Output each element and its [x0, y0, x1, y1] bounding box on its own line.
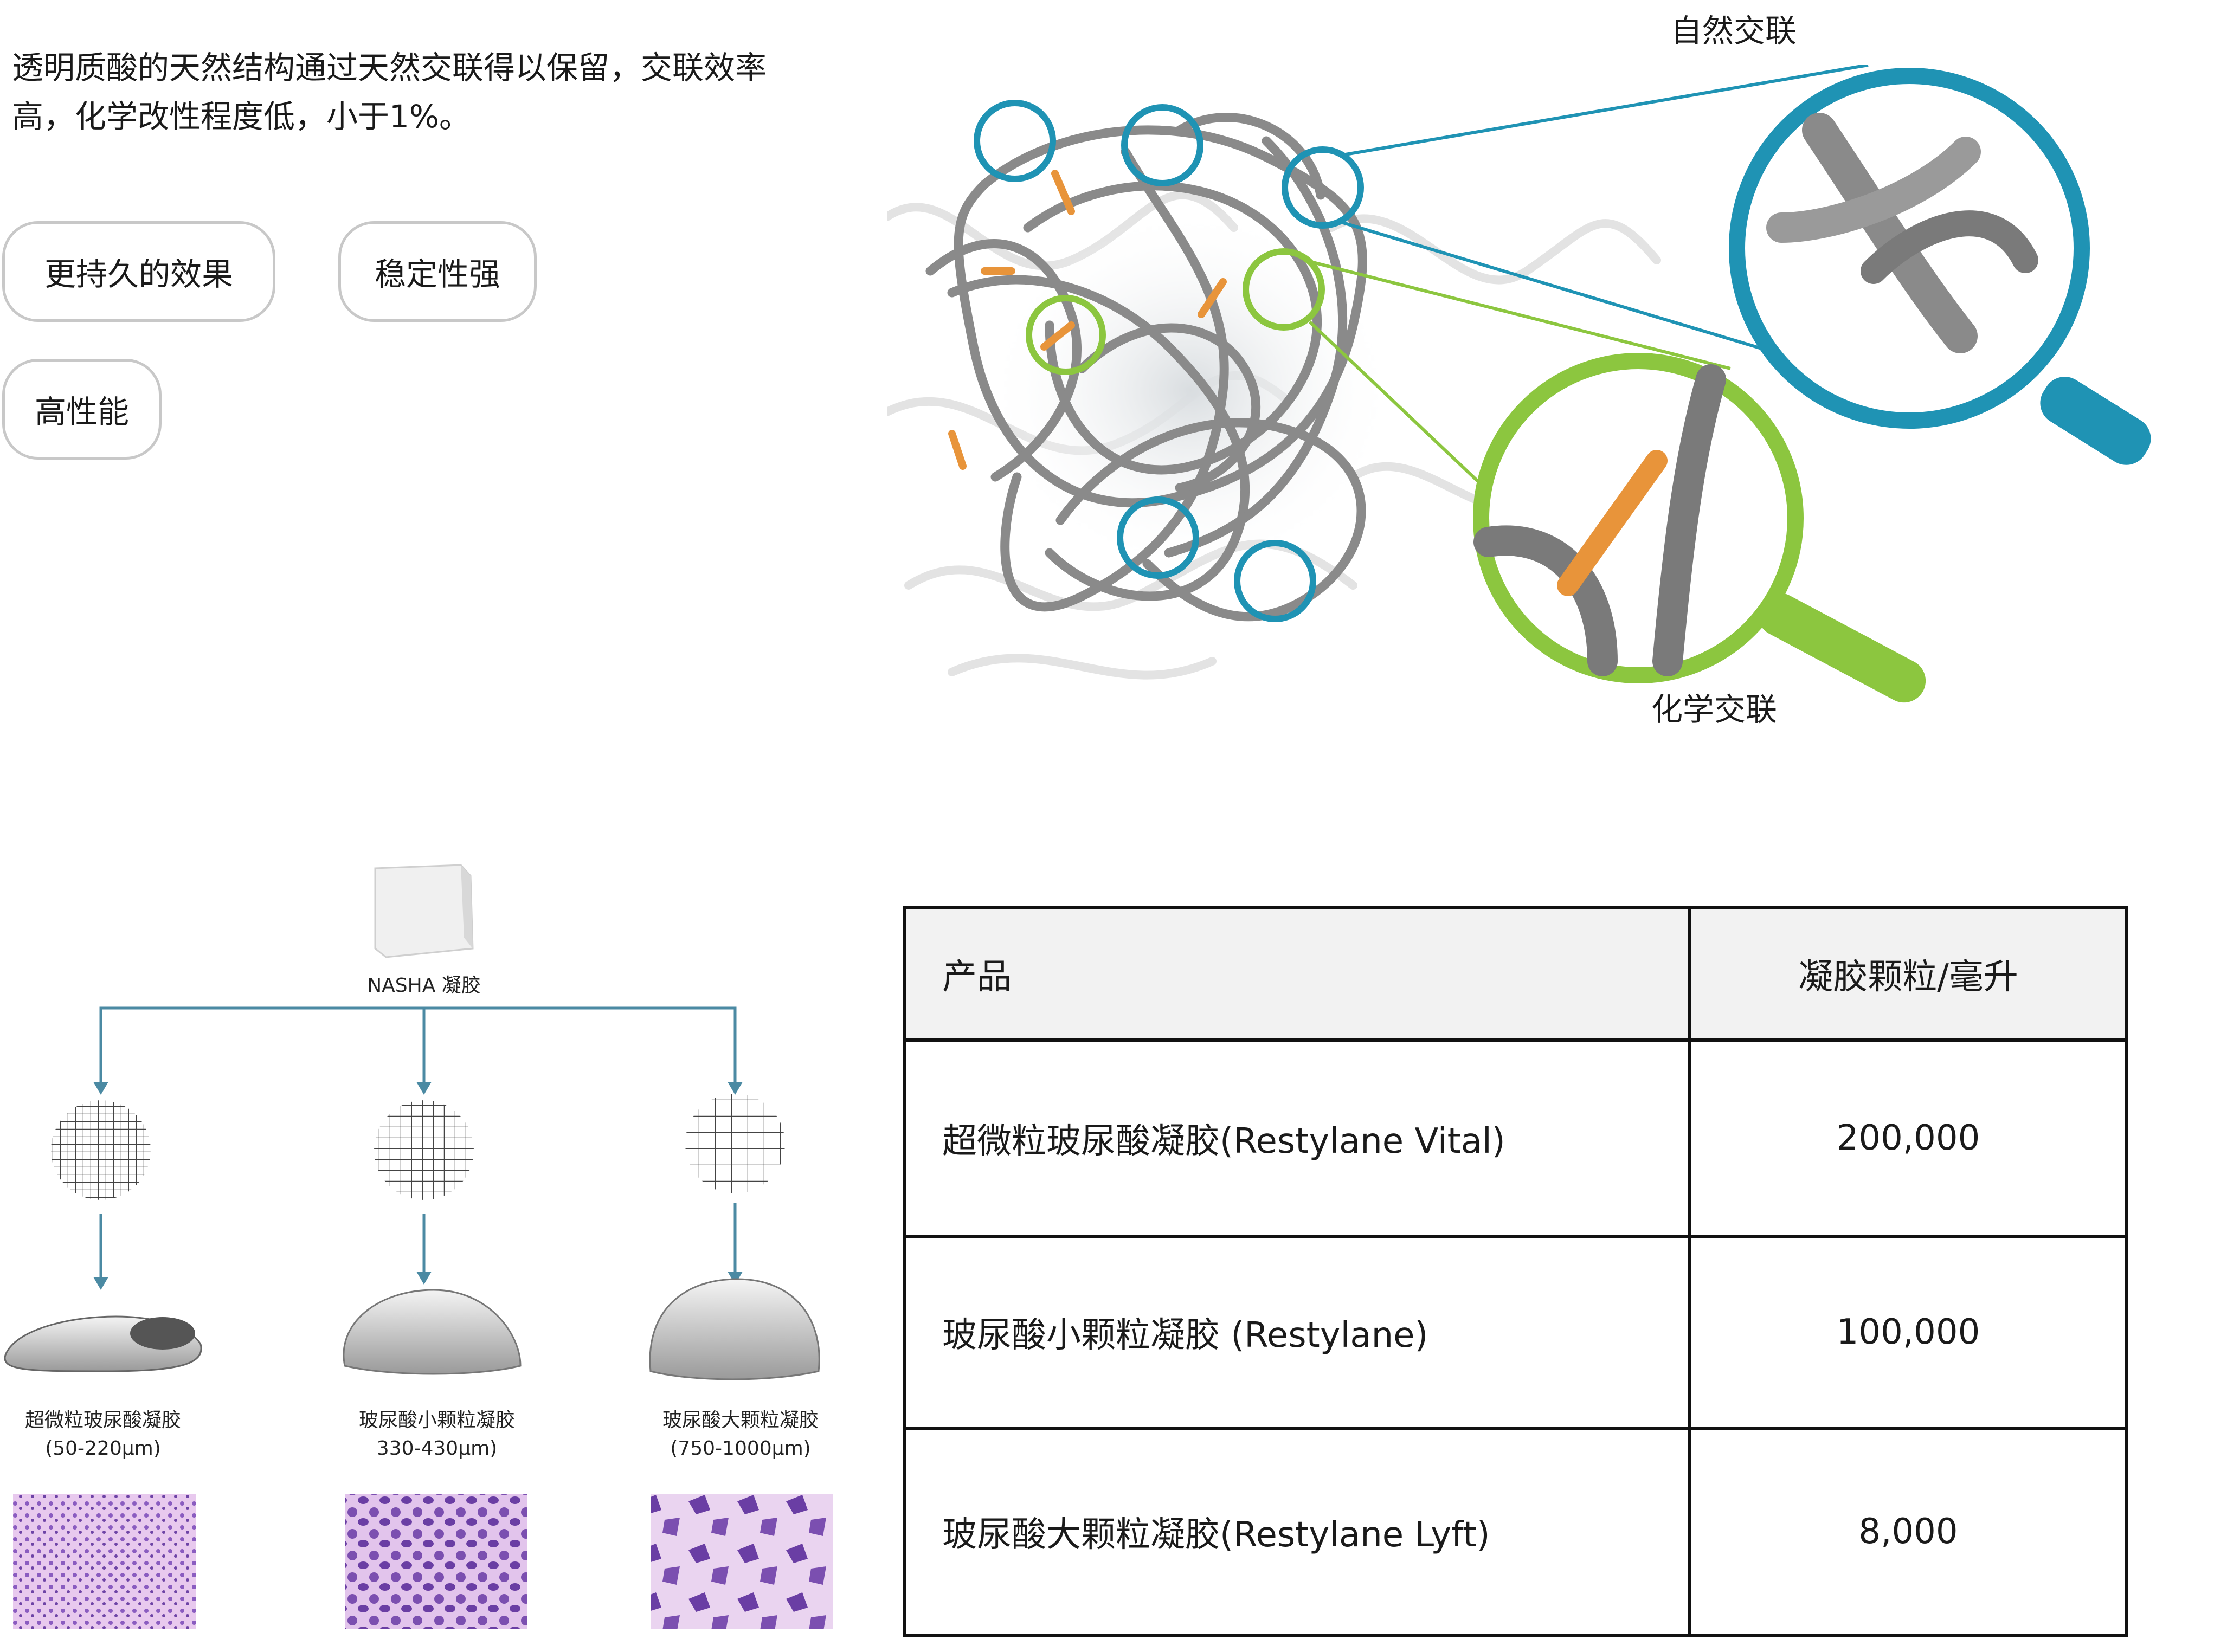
table-row: 超微粒玻尿酸凝胶(Restylane Vital) 200,000 [903, 1038, 2128, 1238]
mesh-icon [374, 1100, 474, 1200]
chip-longer-effect: 更持久的效果 [2, 221, 275, 322]
product-cell: 超微粒玻尿酸凝胶(Restylane Vital) [903, 1038, 1691, 1238]
chip-stability: 稳定性强 [338, 221, 537, 322]
table-row: 玻尿酸大颗粒凝胶(Restylane Lyft) 8,000 [903, 1427, 2128, 1637]
branch-name: 玻尿酸大颗粒凝胶 [662, 1409, 819, 1431]
table-row: 玻尿酸小颗粒凝胶 (Restylane) 100,000 [903, 1235, 2128, 1430]
branch-size: (50-220μm) [45, 1437, 161, 1460]
chemical-crosslink-markers [1026, 248, 1325, 375]
intro-text: 透明质酸的天然结构通过天然交联得以保留，交联效率高，化学改性程度低，小于1%。 [12, 49, 767, 135]
gel-cube-icon [374, 864, 474, 958]
value-cell: 200,000 [1688, 1038, 2128, 1238]
crosslink-network-illustration [887, 65, 2151, 703]
header-particles-per-ml: 凝胶颗粒/毫升 [1688, 906, 2128, 1042]
branch-size: (750-1000μm) [670, 1437, 810, 1460]
chip-high-performance: 高性能 [2, 359, 162, 460]
chemical-crosslink-label: 化学交联 [1651, 691, 1778, 728]
magnifier-icon [1729, 68, 2151, 465]
histology-icon [651, 1494, 833, 1629]
natural-crosslink-markers [974, 100, 1364, 622]
magnifier-icon [1473, 353, 1926, 703]
product-cell: 玻尿酸小颗粒凝胶 (Restylane) [903, 1235, 1691, 1430]
histology-icon [13, 1494, 196, 1629]
branch-size: 330-430μm) [377, 1437, 497, 1460]
gel-particle-table: 产品 凝胶颗粒/毫升 超微粒玻尿酸凝胶(Restylane Vital) 200… [903, 906, 2128, 1637]
mesh-icon [685, 1094, 785, 1193]
tree-root-label: NASHA 凝胶 [367, 975, 481, 997]
branch-name: 超微粒玻尿酸凝胶 [25, 1409, 181, 1431]
nasha-gel-tree: NASHA 凝胶 超微粒玻尿酸凝胶 (50-220μm) 玻尿酸小颗粒凝胶 33… [4, 864, 833, 1629]
gel-particle-icon [649, 1278, 820, 1380]
gel-particle-icon [4, 1315, 202, 1372]
ha-fiber-tangle [925, 113, 1367, 622]
chemical-bonds [948, 170, 1227, 470]
header-product: 产品 [903, 906, 1691, 1042]
value-cell: 8,000 [1688, 1427, 2128, 1637]
gel-particle-icon [343, 1289, 522, 1375]
branch-name: 玻尿酸小颗粒凝胶 [359, 1409, 515, 1431]
product-cell: 玻尿酸大颗粒凝胶(Restylane Lyft) [903, 1427, 1691, 1637]
table-header-row: 产品 凝胶颗粒/毫升 [903, 906, 2128, 1042]
mesh-icon [51, 1100, 151, 1200]
value-cell: 100,000 [1688, 1235, 2128, 1430]
histology-icon [345, 1494, 527, 1629]
natural-crosslink-label: 自然交联 [1671, 12, 1797, 49]
